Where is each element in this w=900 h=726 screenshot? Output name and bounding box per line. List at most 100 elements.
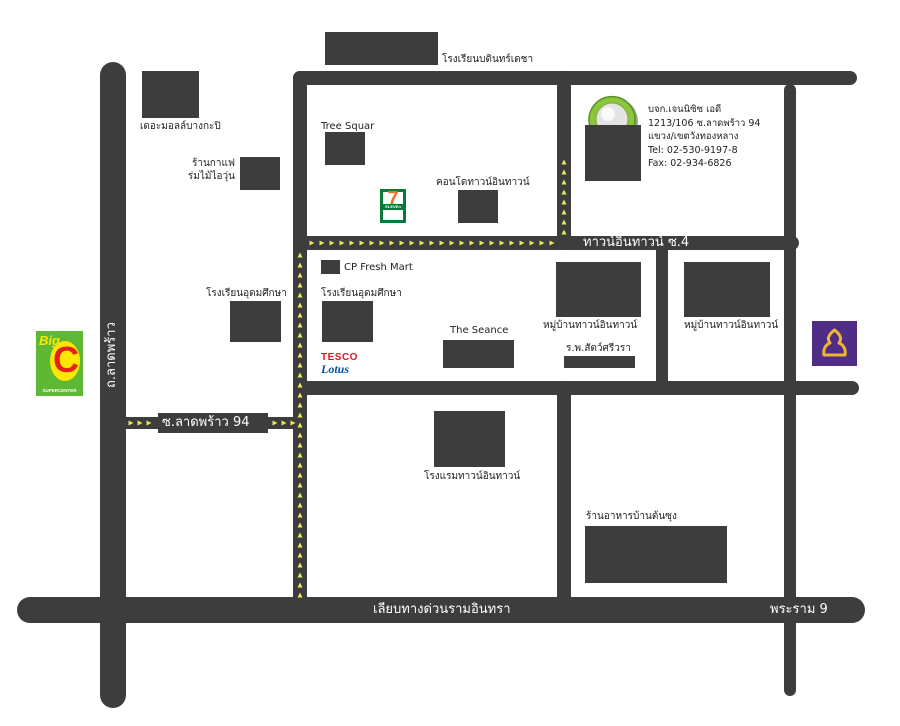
label-vet: ร.พ.สัตว์ศรีวรา	[566, 343, 631, 354]
route-arrow-icon	[297, 342, 303, 348]
company-name: บจก.เจนนิซิซ เอดี	[648, 104, 722, 115]
route-arrow-icon	[389, 240, 395, 246]
route-arrow-icon	[297, 542, 303, 548]
route-arrow-icon	[297, 582, 303, 588]
route-arrow-icon	[297, 312, 303, 318]
route-arrow-icon	[561, 229, 567, 235]
bigc-sub-text: SUPERCENTER	[42, 388, 77, 393]
label-cafe-line1: ร้านกาแฟ	[191, 158, 235, 169]
route-arrow-icon	[399, 240, 405, 246]
route-arrow-icon	[499, 240, 505, 246]
tesco-lotus-logo: TESCO Lotus	[321, 353, 363, 377]
company-address2: แขวง/เขตวังทองหลาง	[648, 131, 739, 142]
route-arrow-icon	[297, 562, 303, 568]
label-seance: The Seance	[450, 325, 509, 336]
building-tree-square	[325, 132, 365, 165]
route-arrow-icon	[297, 362, 303, 368]
route-arrow-icon	[272, 420, 278, 426]
route-arrow-icon	[146, 420, 152, 426]
route-arrow-icon	[297, 432, 303, 438]
seven-eleven-logo: 7 ELEVEn	[380, 189, 406, 223]
building-school-inner	[322, 301, 373, 342]
company-tel: Tel: 02-530-9197-8	[648, 144, 738, 156]
route-arrow-icon	[379, 240, 385, 246]
route-arrow-icon	[137, 420, 143, 426]
route-arrow-icon	[489, 240, 495, 246]
label-restaurant: ร้านอาหารบ้านต้นซุง	[586, 511, 677, 522]
route-arrow-icon	[509, 240, 515, 246]
scb-bank-logo	[812, 321, 857, 366]
route-arrow-icon	[297, 332, 303, 338]
route-arrows	[128, 159, 567, 598]
building-seance	[443, 340, 514, 368]
label-school-left: โรงเรียนอุดมศึกษา	[206, 288, 287, 299]
company-info: บจก.เจนนิซิซ เอดี 1213/106 ซ.ลาดพร้าว 94…	[648, 103, 760, 171]
route-arrow-icon	[469, 240, 475, 246]
soi94-plate	[158, 413, 268, 433]
route-arrow-icon	[297, 412, 303, 418]
route-arrow-icon	[561, 199, 567, 205]
route-arrow-icon	[549, 240, 555, 246]
route-arrow-icon	[297, 272, 303, 278]
seven-eleven-number: 7	[387, 188, 399, 210]
label-cp-fresh: CP Fresh Mart	[344, 262, 413, 273]
route-arrow-icon	[561, 169, 567, 175]
tesco-text: TESCO	[321, 352, 358, 363]
route-arrow-icon	[369, 240, 375, 246]
route-arrow-icon	[297, 592, 303, 598]
bigc-c-letter: C	[53, 339, 79, 380]
route-arrow-icon	[297, 392, 303, 398]
route-arrow-icon	[339, 240, 345, 246]
building-vet	[564, 356, 635, 368]
route-arrow-icon	[297, 532, 303, 538]
building-school-left	[230, 301, 281, 342]
route-arrow-icon	[297, 472, 303, 478]
route-arrow-icon	[297, 352, 303, 358]
scb-emblem-icon	[822, 328, 847, 357]
building-village2	[684, 262, 770, 317]
route-arrow-icon	[479, 240, 485, 246]
route-arrow-icon	[561, 189, 567, 195]
building-village1	[556, 262, 641, 317]
route-arrow-icon	[297, 452, 303, 458]
route-arrow-icon	[297, 262, 303, 268]
route-arrow-icon	[297, 382, 303, 388]
building-bodindecha	[325, 32, 438, 65]
route-arrow-icon	[297, 422, 303, 428]
label-rama9: พระราม 9	[770, 602, 828, 617]
route-arrow-icon	[309, 240, 315, 246]
label-tree-square: Tree Squar	[321, 121, 375, 132]
building-cafe	[240, 157, 280, 190]
route-arrow-icon	[281, 420, 287, 426]
route-arrow-icon	[561, 209, 567, 215]
building-company	[585, 125, 641, 181]
route-arrow-icon	[459, 240, 465, 246]
route-arrow-icon	[319, 240, 325, 246]
label-hotel: โรงแรมทาวน์อินทาวน์	[424, 471, 521, 482]
building-the-mall	[142, 71, 199, 118]
building-restaurant	[585, 526, 727, 583]
label-condo: คอนโดทาวน์อินทาวน์	[436, 177, 530, 188]
building-condo	[458, 190, 498, 223]
route-arrow-icon	[297, 252, 303, 258]
route-arrow-icon	[419, 240, 425, 246]
route-arrow-icon	[297, 502, 303, 508]
route-arrow-icon	[449, 240, 455, 246]
route-arrow-icon	[297, 482, 303, 488]
label-school-inner: โรงเรียนอุดมศึกษา	[321, 288, 402, 299]
bigc-big-text: Big	[39, 333, 60, 348]
route-arrow-icon	[128, 420, 134, 426]
route-arrow-icon	[290, 420, 296, 426]
route-arrow-icon	[529, 240, 535, 246]
route-arrow-icon	[429, 240, 435, 246]
label-lat-phrao: ถ.ลาดพร้าว	[104, 322, 119, 388]
route-arrow-icon	[539, 240, 545, 246]
route-arrow-icon	[297, 492, 303, 498]
route-arrow-icon	[297, 572, 303, 578]
label-townintown4: ทาวน์อินทาวน์ ซ.4	[583, 235, 690, 250]
route-arrow-icon	[359, 240, 365, 246]
route-arrow-icon	[297, 322, 303, 328]
company-fax: Fax: 02-934-6826	[648, 158, 732, 169]
label-soi94: ซ.ลาดพร้าว 94	[162, 415, 250, 430]
